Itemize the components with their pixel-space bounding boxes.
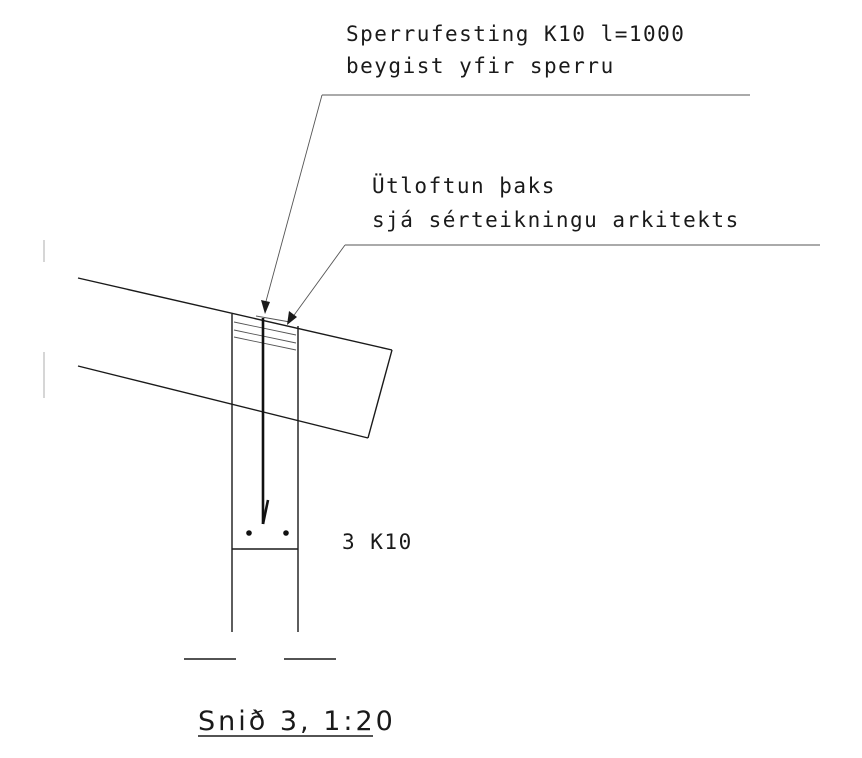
wall-hatch-3: [233, 336, 297, 351]
rebar-top-bend: [255, 315, 291, 323]
note-1-line-1: Sperrufesting K10 l=1000: [346, 22, 685, 46]
leader-2-arrow: [287, 311, 297, 325]
rebar-label: 3 K10: [342, 530, 413, 554]
note-2-line-1: Ütloftun þaks: [372, 173, 556, 198]
leader-2-diagonal: [291, 244, 346, 319]
rebar-dot-right: [283, 530, 289, 536]
wall-hatch-2: [233, 329, 297, 344]
section-title: Snið 3, 1:20: [198, 706, 396, 737]
leader-1-arrow: [261, 300, 270, 314]
leader-1-diagonal: [264, 94, 323, 306]
rafter-bottom-edge: [77, 365, 369, 439]
leader-note-1: [261, 94, 750, 314]
rebar-hook: [261, 499, 270, 525]
wall-section: [231, 314, 299, 632]
wall-hatch-1: [233, 321, 297, 336]
note-1-line-2: beygist yfir sperru: [346, 54, 615, 78]
rafter-end-cut: [367, 349, 393, 439]
rafter-top-edge: [77, 277, 393, 351]
leader-note-2: [287, 244, 820, 325]
rebar-dot-left: [246, 530, 252, 536]
rafter: [77, 277, 393, 439]
note-2-line-2: sjá sérteikningu arkitekts: [372, 208, 740, 232]
rafter-anchor-rebar: [255, 315, 291, 525]
